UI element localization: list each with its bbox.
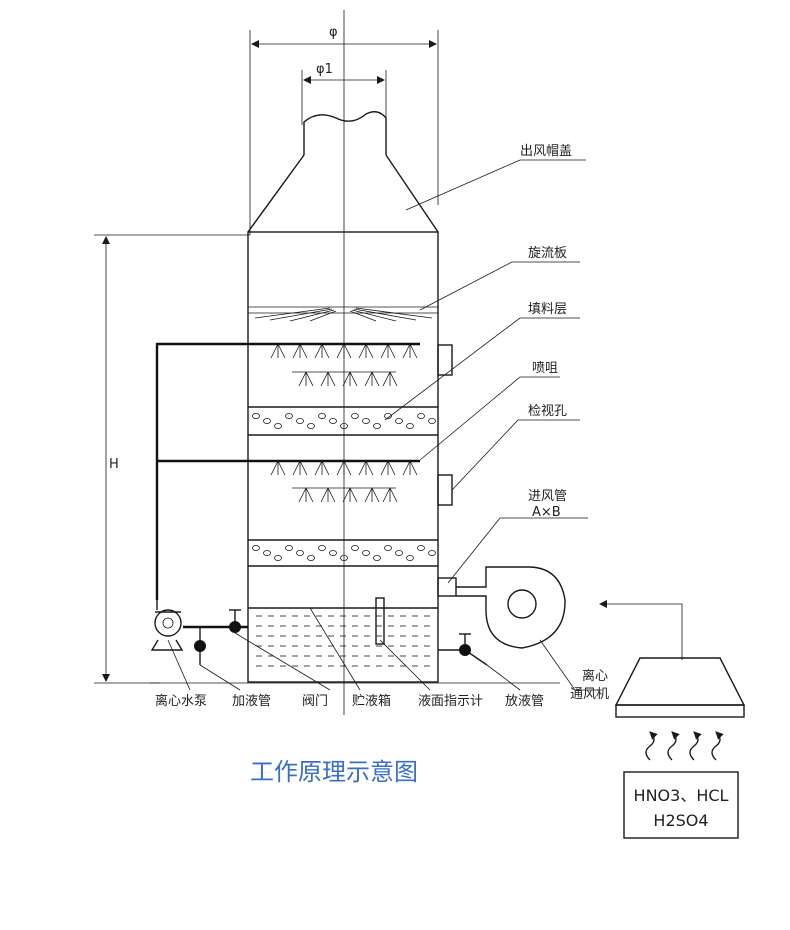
packing-ring (307, 422, 315, 429)
callout-nozzle: 喷咀 (532, 361, 558, 376)
nozzle-spray (382, 371, 398, 387)
packing-ring (307, 555, 315, 562)
callout-top-cap: 出风帽盖 (520, 143, 572, 159)
label-level-gauge: 液面指示计 (418, 694, 483, 709)
packing-ring (318, 412, 326, 419)
nozzle-spray (298, 371, 314, 387)
packing-ring (406, 422, 414, 429)
chemical-line-1: HNO3、HCL (634, 786, 729, 805)
packing-ring (428, 417, 436, 424)
packing-ring (274, 422, 282, 429)
tower (247, 111, 457, 683)
packing-ring (329, 550, 337, 557)
nozzle-spray (270, 343, 286, 359)
packing-ring (373, 555, 381, 562)
label-drain-pipe: 放液管 (505, 694, 544, 709)
nozzle-spray (320, 371, 336, 387)
packing-ring (274, 555, 282, 562)
callout-fan-line-2: 通风机 (570, 687, 609, 702)
callout-inlet-pipe: 进风管 (528, 489, 567, 504)
packing-ring (296, 417, 304, 424)
nozzle-spray (402, 460, 418, 476)
packing-ring (351, 545, 359, 552)
nozzle-spray (364, 371, 380, 387)
callout-inspection-hole: 检视孔 (528, 404, 567, 419)
packing-ring (362, 417, 370, 424)
callout-fan-line-1: 离心 (582, 668, 608, 684)
spray-nozzles (270, 343, 418, 503)
nozzle-spray (380, 460, 396, 476)
label-fill-pipe: 加液管 (232, 694, 271, 709)
packing-ring (395, 417, 403, 424)
exhaust-hood (614, 657, 746, 718)
dim-phi: φ (329, 25, 338, 40)
nozzle-spray (314, 460, 330, 476)
packing-ring (362, 550, 370, 557)
callout-leaders (384, 159, 600, 691)
nozzle-spray (336, 343, 352, 359)
nozzle-spray (270, 460, 286, 476)
callout-swirl-plate: 旋流板 (528, 246, 567, 261)
nozzle-spray (358, 460, 374, 476)
chemical-source-box (623, 771, 739, 839)
packing-ring (340, 555, 348, 562)
callout-inlet-size: A×B (532, 505, 561, 520)
packing-ring (428, 550, 436, 557)
fume-arrows (645, 731, 724, 761)
packing-ring (296, 550, 304, 557)
packing-ring (263, 417, 271, 424)
piping (155, 342, 488, 666)
packing-ring (384, 545, 392, 552)
packing-ring (340, 422, 348, 429)
nozzle-spray (314, 343, 330, 359)
nozzle-spray (298, 487, 314, 503)
tank-liquid (256, 615, 430, 667)
nozzle-spray (336, 460, 352, 476)
packing-ring (384, 412, 392, 419)
nozzle-spray (358, 343, 374, 359)
packing-ring (417, 412, 425, 419)
centrifugal-pump (150, 609, 184, 651)
packing-ring (395, 550, 403, 557)
nozzle-spray (402, 343, 418, 359)
packing-ring (252, 545, 260, 552)
label-pump: 离心水泵 (155, 693, 207, 709)
packing-ring (373, 422, 381, 429)
packing-ring (263, 550, 271, 557)
packing-ring (252, 412, 260, 419)
bottom-leaders (150, 607, 560, 691)
chemical-line-2: H2SO4 (653, 811, 708, 830)
dim-phi1: φ1 (316, 62, 333, 77)
nozzle-spray (380, 343, 396, 359)
nozzle-spray (292, 460, 308, 476)
centrifugal-fan (456, 566, 683, 660)
nozzle-spray (382, 487, 398, 503)
callout-packing-layer: 填料层 (528, 302, 567, 317)
packing-ring (417, 545, 425, 552)
packing-ring (285, 545, 293, 552)
packing-ring (285, 412, 293, 419)
label-valve: 阀门 (302, 694, 328, 709)
nozzle-spray (342, 487, 358, 503)
dimension-lines (94, 10, 439, 715)
packing-ring (351, 412, 359, 419)
packing-media (252, 412, 436, 562)
nozzle-spray (292, 343, 308, 359)
diagram-caption: 工作原理示意图 (250, 758, 418, 786)
dim-height: H (109, 457, 119, 472)
packing-ring (329, 417, 337, 424)
label-tank: 贮液箱 (352, 693, 391, 709)
packing-ring (318, 545, 326, 552)
nozzle-spray (342, 371, 358, 387)
nozzle-spray (364, 487, 380, 503)
packing-ring (406, 555, 414, 562)
nozzle-spray (320, 487, 336, 503)
